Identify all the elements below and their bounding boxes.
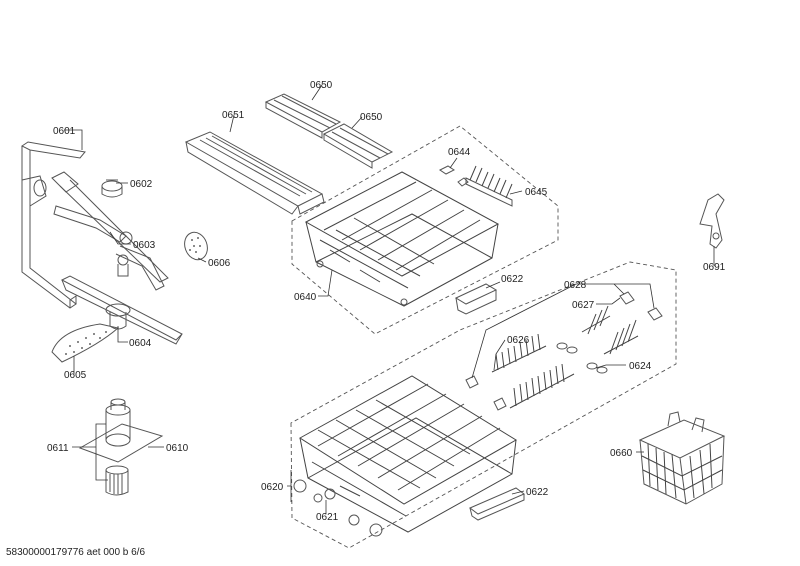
- filter-assembly-part: [78, 398, 164, 496]
- label-0644: 0644: [448, 147, 471, 158]
- supply-pipe-part: [21, 141, 86, 309]
- handle-lower-part: [469, 487, 525, 521]
- label-0603: 0603: [133, 240, 156, 251]
- cutlery-basket-part: [638, 411, 726, 505]
- lower-basket-assembly-outline: [290, 261, 677, 549]
- label-0627: 0627: [572, 300, 595, 311]
- label-0606: 0606: [208, 258, 231, 269]
- filter-plate-part: [51, 323, 120, 363]
- label-0602: 0602: [130, 179, 153, 190]
- fine-filter-part: [184, 231, 208, 261]
- label-0605: 0605: [64, 370, 87, 381]
- upper-basket-part: [304, 171, 500, 307]
- label-0650-lower: 0650: [360, 112, 383, 123]
- label-0624: 0624: [629, 361, 652, 372]
- leader-lines: [64, 84, 715, 514]
- folding-spikes-part: [465, 333, 575, 411]
- upper-basket-assembly-outline: [291, 125, 559, 335]
- tine-rack-top-part: [264, 93, 342, 139]
- lower-basket-part: [299, 375, 517, 533]
- label-0611: 0611: [47, 443, 69, 454]
- part-labels: 0601 0602 0603 0604 0605 0606 0610 0611 …: [47, 80, 726, 523]
- label-0620: 0620: [261, 482, 284, 493]
- label-0645: 0645: [525, 187, 548, 198]
- label-0601: 0601: [53, 126, 76, 137]
- cutlery-tray-part: [184, 131, 325, 215]
- label-0640: 0640: [294, 292, 317, 303]
- wheels-part: [293, 479, 383, 537]
- label-0650-top: 0650: [310, 80, 333, 91]
- label-0610: 0610: [166, 443, 189, 454]
- label-0604: 0604: [129, 338, 152, 349]
- tine-holders-part: [556, 291, 663, 374]
- tine-rack-lower-part: [322, 123, 394, 169]
- upper-spray-arm-part: [51, 171, 169, 291]
- label-0628: 0628: [564, 280, 587, 291]
- label-0622-upper: 0622: [501, 274, 524, 285]
- folding-tines-part: [465, 165, 513, 207]
- label-0691: 0691: [703, 262, 726, 273]
- label-0622-lower: 0622: [526, 487, 549, 498]
- clip-part: [439, 165, 469, 187]
- lever-part: [699, 193, 725, 249]
- label-0621: 0621: [316, 512, 339, 523]
- nozzle-part: [101, 179, 123, 198]
- label-0660: 0660: [610, 448, 633, 459]
- document-footer: 58300000179776 aet 000 b 6/6: [6, 547, 146, 558]
- label-0651: 0651: [222, 110, 245, 121]
- label-0626: 0626: [507, 335, 530, 346]
- handle-upper-part: [454, 283, 498, 315]
